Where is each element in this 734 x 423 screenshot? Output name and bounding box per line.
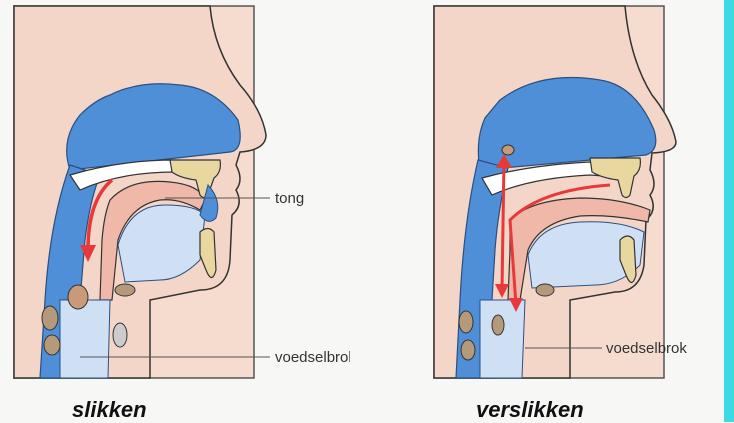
label-tong: tong — [275, 190, 304, 207]
choking-diagram-right: voedselbrok — [420, 0, 730, 390]
caption-verslikken: verslikken — [476, 397, 584, 423]
head-cross-section-choking: voedselbrok — [420, 0, 730, 390]
label-voedselbrok-right: voedselbrok — [606, 340, 687, 357]
accent-edge-bar — [724, 0, 734, 422]
caption-slikken: slikken — [72, 397, 147, 423]
head-cross-section-swallowing: tong voedselbrok — [0, 0, 350, 390]
swallowing-diagram-left: tong voedselbrok — [0, 0, 350, 390]
label-voedselbrok-left: voedselbrok — [275, 349, 350, 366]
